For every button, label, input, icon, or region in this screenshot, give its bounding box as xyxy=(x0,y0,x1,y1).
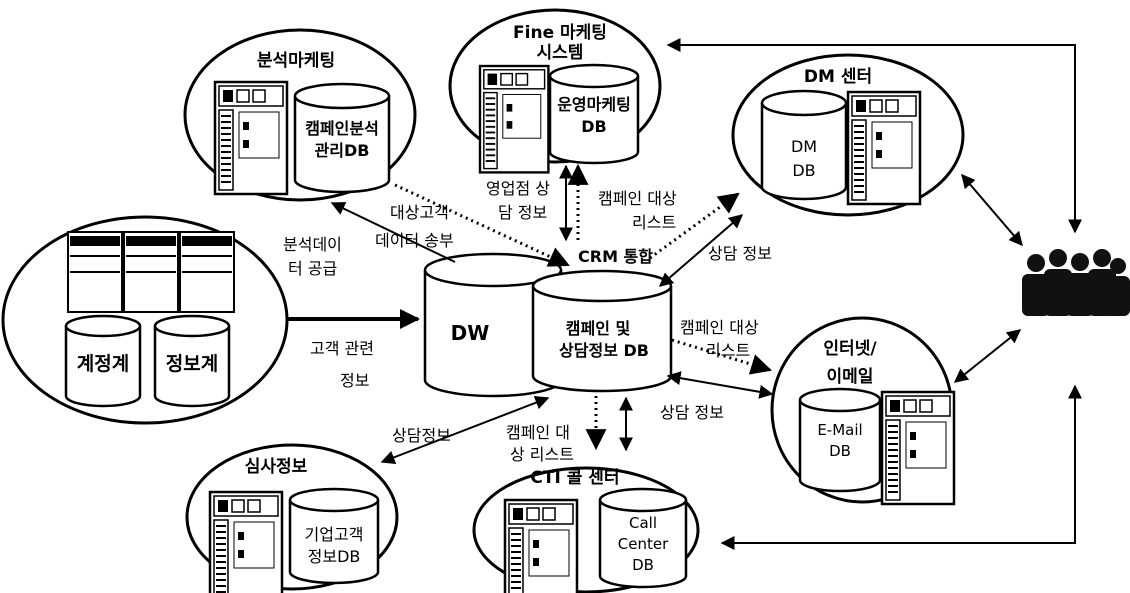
dm-db-label-1: DM xyxy=(791,137,817,156)
analysis-marketing-node: 분석마케팅 캠페인분석 관리DB xyxy=(185,30,415,200)
people-internet-arrow xyxy=(955,330,1020,382)
server-rack-icon xyxy=(210,492,282,593)
operational-marketing-db-label-2: DB xyxy=(581,117,606,136)
internet-email-title-1: 인터넷/ xyxy=(823,339,877,359)
call-center-db-label-1: Call xyxy=(629,514,657,532)
campaign-target-right-label-1: 캠페인 대상 xyxy=(680,318,759,337)
fine-marketing-node: Fine 마케팅 시스템 운영마케팅 DB xyxy=(450,10,660,172)
campaign-target-bottom-label-1: 캠페인 대 xyxy=(506,423,570,442)
server-rack-icon xyxy=(480,66,548,172)
review-info-title: 심사정보 xyxy=(245,457,308,477)
target-customer-label-1: 대상고객 xyxy=(390,203,449,222)
branch-label-2: 담 정보 xyxy=(498,203,547,222)
information-system-label: 정보계 xyxy=(166,353,218,375)
analysis-data-label-1: 분석데이 xyxy=(283,235,342,254)
corporate-customer-db-label-2: 정보DB xyxy=(308,547,361,566)
dm-db-label-2: DB xyxy=(792,161,815,180)
analysis-marketing-title: 분석마케팅 xyxy=(257,51,335,71)
corporate-customer-db-label-1: 기업고객 xyxy=(305,525,364,544)
dm-center-node: DM 센터 DM DB xyxy=(733,55,963,215)
campaign-target-right-label-2: 리스트 xyxy=(706,341,750,360)
target-customer-label-2: 데이터 송부 xyxy=(375,231,454,250)
crm-integration-label: CRM 통합 xyxy=(578,247,653,266)
internet-consult-arrow xyxy=(668,376,772,394)
server-rack-icon xyxy=(882,392,954,504)
dw-label: DW xyxy=(451,321,490,345)
server-rack-icon xyxy=(505,500,577,593)
dm-center-title: DM 센터 xyxy=(804,67,872,87)
cti-call-center-title: CTI 콜 센터 xyxy=(530,468,619,488)
people-dm-arrow xyxy=(962,175,1022,245)
consult-info-left-label: 상담정보 xyxy=(392,426,451,445)
campaign-target-top-label-2: 리스트 xyxy=(632,213,676,232)
server-rack-icon xyxy=(848,92,920,204)
operational-marketing-db-label-1: 운영마케팅 xyxy=(557,95,631,114)
internet-email-title-2: 이메일 xyxy=(827,367,874,387)
mainframe-rack-icon xyxy=(68,232,234,312)
call-center-db-label-2: Center xyxy=(618,535,669,553)
call-center-db-label-3: DB xyxy=(632,556,654,574)
campaign-consult-db-label-2: 상담정보 DB xyxy=(559,341,649,360)
analysis-data-label-2: 터 공급 xyxy=(288,259,337,278)
email-db xyxy=(800,389,880,491)
server-rack-icon xyxy=(215,82,287,194)
email-db-label-1: E-Mail xyxy=(817,421,862,439)
business-people-icon xyxy=(1022,249,1130,316)
campaign-target-bottom-label-2: 상 리스트 xyxy=(510,445,574,464)
legacy-systems-node: 계정계 정보계 xyxy=(3,217,287,423)
campaign-analysis-db-label-2: 관리DB xyxy=(315,141,370,160)
consult-info-bottom-label: 상담 정보 xyxy=(660,403,724,422)
operational-marketing-db xyxy=(550,65,638,163)
review-info-node: 심사정보 기업고객 정보DB xyxy=(187,445,397,593)
branch-label-1: 영업점 상 xyxy=(486,179,550,198)
email-db-label-2: DB xyxy=(829,442,851,460)
campaign-analysis-db-label-1: 캠페인분석 xyxy=(305,119,379,138)
internet-email-node: 인터넷/ 이메일 E-Mail DB xyxy=(772,318,954,504)
fine-marketing-title-2: 시스템 xyxy=(537,43,584,63)
cti-call-center-node: CTI 콜 센터 Call Center DB xyxy=(474,468,698,593)
customer-related-label-1: 고객 관련 xyxy=(310,339,374,358)
consult-info-top-label: 상담 정보 xyxy=(708,244,772,263)
campaign-consult-db-label-1: 캠페인 및 xyxy=(566,319,630,338)
account-system-label: 계정계 xyxy=(77,353,129,375)
campaign-target-top-label-1: 캠페인 대상 xyxy=(598,189,677,208)
fine-marketing-title-1: Fine 마케팅 xyxy=(513,23,607,43)
customer-related-label-2: 정보 xyxy=(340,371,369,390)
